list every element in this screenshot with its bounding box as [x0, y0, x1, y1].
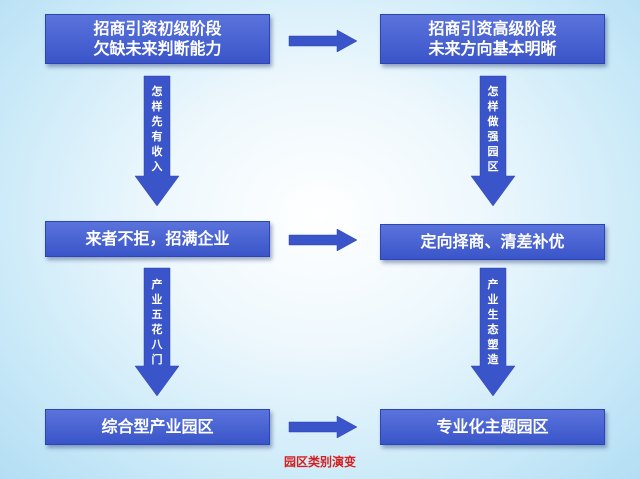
transition-label-text: 怎样先有收入	[151, 85, 163, 173]
stage-box-top-left: 招商引资初级阶段 欠缺未来判断能力	[45, 14, 270, 64]
arrow-right-mid	[288, 228, 358, 252]
diagram-caption: 园区类别演变	[283, 455, 356, 469]
stage-box-bottom-left: 综合型产业园区	[45, 409, 270, 445]
stage-top-right-line-2: 未来方向基本明晰	[428, 39, 557, 58]
stage-box-mid-right: 定向择商、清差补优	[380, 224, 605, 260]
transition-label-text: 产业生态塑造	[487, 278, 499, 366]
stage-top-left-line-2: 欠缺未来判断能力	[93, 39, 222, 58]
stage-mid-right-label: 定向择商、清差补优	[420, 232, 565, 251]
arrow-down-left-2	[134, 267, 180, 397]
stage-bottom-right-label: 专业化主题园区	[436, 417, 549, 436]
arrow-down-left-1	[134, 75, 180, 207]
transition-label-text: 怎样做强园区	[487, 85, 499, 173]
transition-label-right-1: 怎样做强园区	[485, 84, 501, 174]
transition-label-left-1: 怎样先有收入	[149, 84, 165, 174]
stage-mid-left-label: 来者不拒，招满企业	[85, 229, 230, 248]
transition-label-right-2: 产业生态塑造	[485, 277, 501, 367]
arrow-right-bottom	[288, 415, 358, 439]
stage-box-top-right: 招商引资高级阶段 未来方向基本明晰	[380, 14, 605, 64]
stage-top-left-line-1: 招商引资初级阶段	[93, 19, 222, 38]
stage-top-right-line-1: 招商引资高级阶段	[428, 19, 557, 38]
stage-box-bottom-right: 专业化主题园区	[380, 409, 605, 445]
transition-label-left-2: 产业五花八门	[149, 277, 165, 367]
arrow-down-right-2	[470, 267, 516, 397]
arrow-down-right-1	[470, 75, 516, 207]
stage-bottom-left-label: 综合型产业园区	[101, 417, 214, 436]
arrow-right-top	[288, 29, 358, 53]
stage-box-mid-left: 来者不拒，招满企业	[45, 221, 270, 257]
transition-label-text: 产业五花八门	[151, 278, 163, 366]
